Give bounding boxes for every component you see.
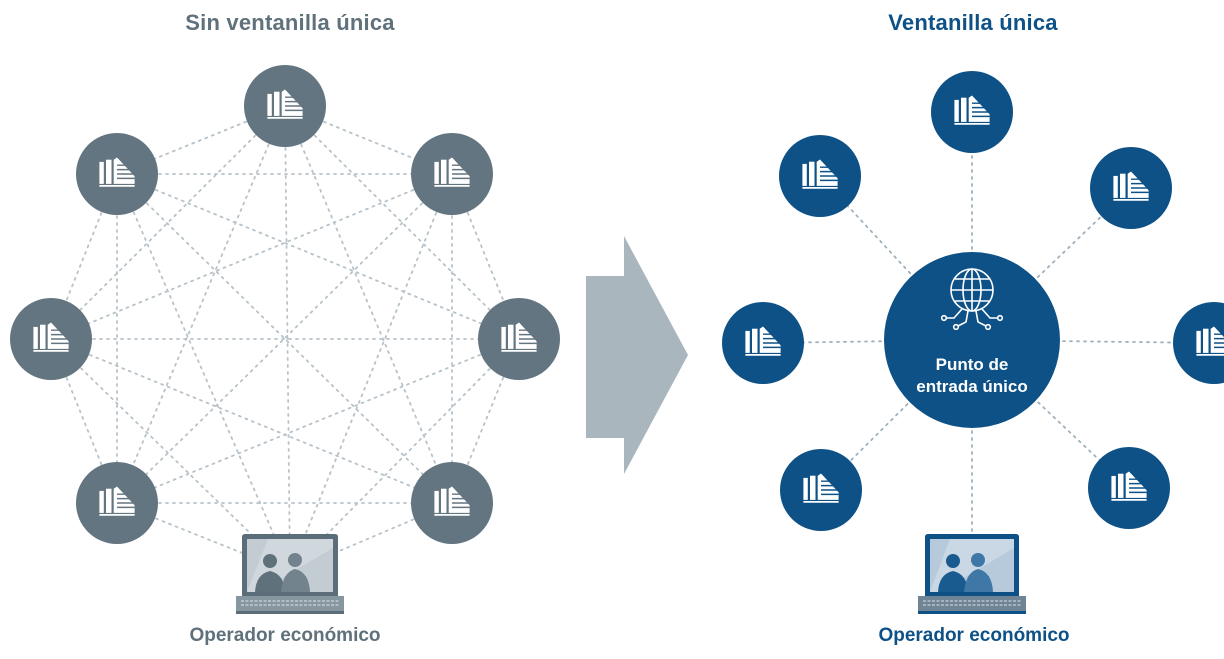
left-node-middle-right (478, 298, 560, 380)
left-node-upper-right (411, 133, 493, 215)
single-entry-point-hub: Punto de entrada único (884, 252, 1060, 428)
left-panel-title: Sin ventanilla única (185, 10, 395, 35)
left-operator-caption: Operador económico (189, 625, 381, 646)
arrow-right-icon (586, 236, 688, 474)
left-node-lower-right (411, 462, 493, 544)
right-laptop-users-icon (918, 534, 1026, 614)
right-panel-title: Ventanilla única (888, 10, 1058, 35)
globe-circuit-icon (940, 268, 1004, 331)
right-node-lower-right (1088, 447, 1170, 529)
left-node-lower-left (76, 462, 158, 544)
left-node-top (244, 65, 326, 147)
right-node-top (931, 71, 1013, 153)
right-node-middle-left (722, 302, 804, 384)
right-node-upper-right (1090, 147, 1172, 229)
hub-label-line1: Punto de (936, 355, 1009, 374)
left-node-upper-left (76, 133, 158, 215)
left-node-middle-left (10, 298, 92, 380)
right-node-upper-left (779, 135, 861, 217)
left-laptop-users-icon (236, 534, 344, 614)
right-node-lower-left (780, 449, 862, 531)
hub-label-line2: entrada único (916, 377, 1027, 396)
right-node-middle-right (1173, 302, 1224, 384)
right-operator-caption: Operador económico (878, 625, 1070, 646)
